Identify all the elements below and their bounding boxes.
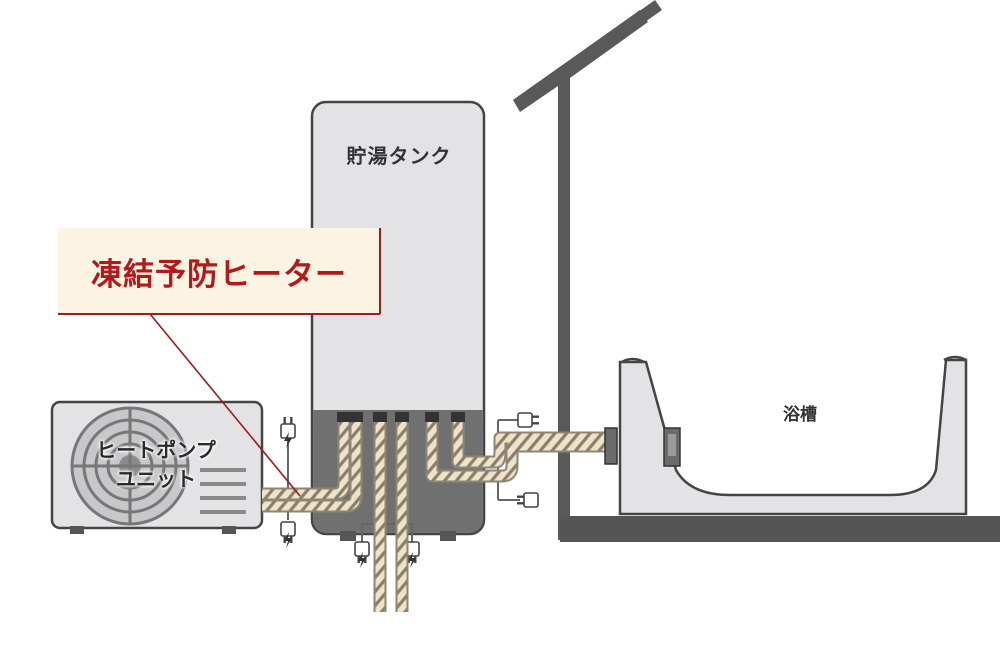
callout: 凍結予防ヒーター — [58, 228, 380, 314]
heat-pump-label: ヒートポンプ ユニット — [62, 436, 250, 494]
bathtub-label: 浴槽 — [783, 405, 817, 425]
bath-adapter — [663, 427, 681, 467]
heat-pump-label-line1: ヒートポンプ — [96, 438, 216, 462]
fan-grille-icon — [70, 406, 190, 526]
heat-pump-unit — [50, 400, 264, 534]
callout-box — [58, 228, 381, 315]
bathtub — [618, 355, 968, 516]
tank-pipe-fittings — [337, 412, 618, 465]
callout-text: 凍結予防ヒーター — [91, 257, 347, 293]
tank-label: 貯湯タンク — [346, 144, 452, 168]
heater-wrapped-pipes — [262, 420, 610, 612]
callout-leader-line — [149, 313, 301, 497]
house-outline — [513, 0, 662, 540]
floor — [560, 516, 1000, 542]
heat-pump-label-line2: ユニット — [116, 467, 196, 491]
vent-slats — [200, 468, 246, 514]
